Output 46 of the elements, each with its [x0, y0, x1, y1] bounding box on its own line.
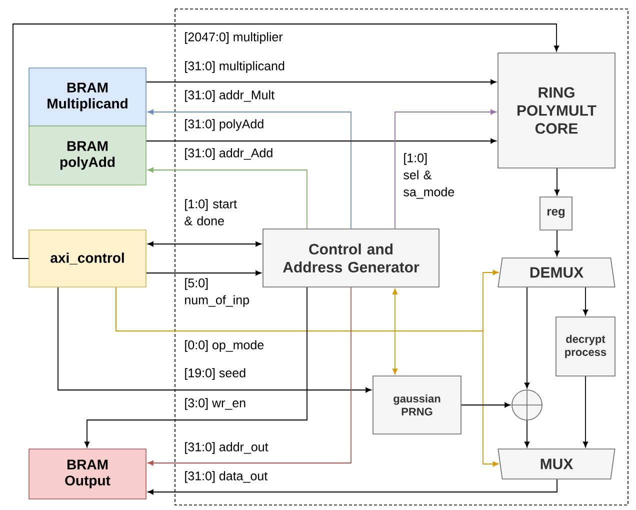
arrow [554, 230, 560, 256]
edge-label: [19:0] seed [185, 368, 246, 380]
memory-block: BRAM polyAdd [28, 126, 146, 186]
edge-label: [31:0] multiplicand [185, 61, 284, 73]
memory-block: BRAM Output [28, 448, 146, 500]
arrow [146, 270, 262, 276]
edge-label: [31:0] addr_Mult [185, 90, 274, 102]
arrow [524, 286, 530, 388]
arrow [148, 167, 308, 230]
arrow [84, 286, 308, 448]
edge-label: [1:0] start & done [184, 199, 237, 226]
arrow [582, 286, 588, 316]
edge-label: [0:0] op_mode [185, 340, 264, 352]
edge-label: [31:0] addr_out [185, 442, 268, 454]
edge-label: [31:0] polyAdd [185, 119, 264, 131]
edge-label: [3:0] wr_en [185, 398, 246, 410]
arrow [148, 241, 262, 247]
register-block: reg [540, 196, 572, 230]
demux-block: DEMUX [498, 258, 616, 288]
edge-label: [2047:0] multiplier [185, 32, 283, 44]
generator-block: Control and Address Generator [262, 228, 440, 288]
memory-block: BRAM Multiplicand [28, 68, 146, 126]
control-block: axi_control [28, 230, 146, 288]
arrow [554, 168, 560, 196]
edge-label: [31:0] data_out [185, 471, 268, 483]
arrow [460, 402, 510, 408]
core-block: RING POLYMULT CORE [498, 52, 616, 168]
prng-block: gaussian PRNG [372, 376, 462, 434]
arrow [116, 286, 499, 467]
arrow [146, 79, 496, 85]
edge-label: [1:0] sel & sa_mode [404, 153, 454, 199]
arrow [12, 24, 560, 259]
arrow [394, 109, 496, 230]
arrow [148, 478, 558, 495]
arrow [392, 288, 398, 374]
arrow [146, 138, 496, 144]
arrow [524, 420, 530, 448]
arrow [582, 376, 588, 448]
adder-symbol [511, 389, 543, 421]
edge-label: [5:0] num_of_inp [185, 278, 249, 307]
process-block: decrypt process [556, 316, 616, 376]
arrow [148, 286, 352, 466]
arrow [148, 109, 352, 230]
edge-label: [31:0] addr_Add [185, 148, 272, 160]
mux-block: MUX [498, 448, 616, 480]
arrow [58, 286, 372, 393]
